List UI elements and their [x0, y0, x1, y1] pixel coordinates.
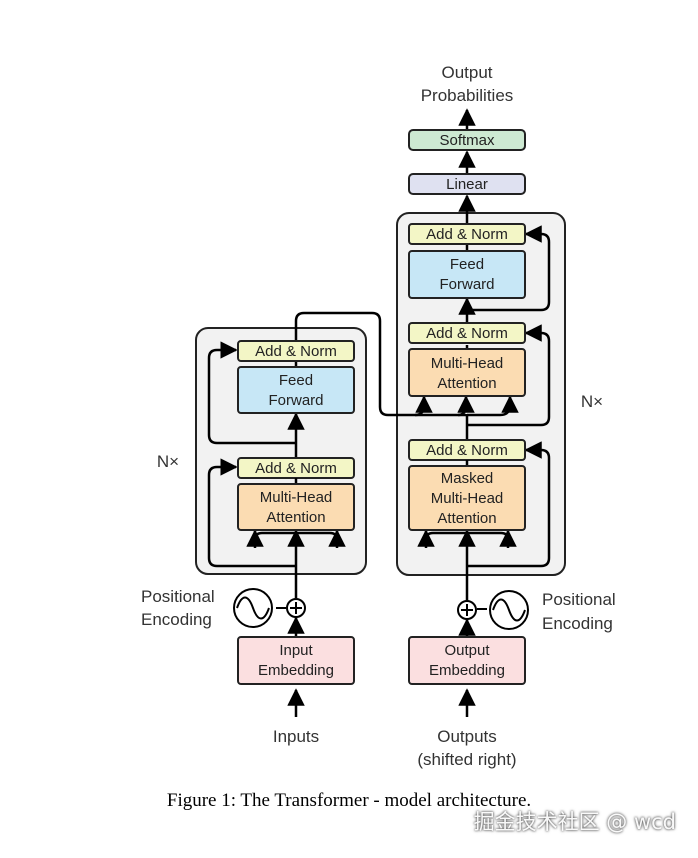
linear-label: Linear	[446, 176, 488, 193]
outputs-label-line1: Outputs	[437, 727, 497, 746]
encoder-attn-line2: Attention	[266, 509, 325, 526]
encoder-add-norm-bottom: Add & Norm	[237, 457, 355, 479]
decoder-sine-wave-icon	[489, 590, 529, 630]
input-embedding-block: Input Embedding	[237, 636, 355, 685]
inputs-label: Inputs	[273, 727, 319, 746]
decoder-nx-label: N×	[581, 392, 603, 411]
encoder-add-norm-top-label: Add & Norm	[255, 343, 337, 360]
encoder-attn-line1: Multi-Head	[260, 489, 333, 506]
decoder-add-norm-mid-label: Add & Norm	[426, 325, 508, 342]
encoder-ff-line1: Feed	[279, 372, 313, 389]
encoder-multi-head-attention: Multi-Head Attention	[237, 483, 355, 531]
decoder-masked-line2: Multi-Head	[431, 490, 504, 507]
encoder-positional-line1: Positional	[141, 587, 215, 606]
input-embedding-line2: Embedding	[258, 662, 334, 679]
output-embedding-line1: Output	[444, 642, 490, 659]
output-prob-line1: Output	[441, 63, 492, 82]
decoder-feed-forward: Feed Forward	[408, 250, 526, 299]
decoder-masked-line3: Attention	[437, 510, 496, 527]
encoder-add-positional-icon	[286, 598, 306, 618]
figure-caption: Figure 1: The Transformer - model archit…	[166, 790, 532, 811]
outputs-label-line2: (shifted right)	[417, 750, 516, 769]
decoder-ff-line1: Feed	[450, 256, 484, 273]
decoder-masked-line1: Masked	[441, 470, 494, 487]
encoder-positional-line2: Encoding	[141, 610, 212, 629]
decoder-add-norm-bottom-label: Add & Norm	[426, 442, 508, 459]
encoder-sine-wave-icon	[233, 588, 273, 628]
encoder-stack	[195, 327, 367, 575]
linear-block: Linear	[408, 173, 526, 195]
softmax-label: Softmax	[439, 132, 495, 149]
encoder-nx-label: N×	[157, 452, 179, 471]
decoder-positional-line2: Encoding	[542, 614, 613, 633]
decoder-ff-line2: Forward	[439, 276, 494, 293]
decoder-cross-attn-line1: Multi-Head	[431, 355, 504, 372]
encoder-add-norm-top: Add & Norm	[237, 340, 355, 362]
encoder-ff-line2: Forward	[268, 392, 323, 409]
decoder-add-positional-icon	[457, 600, 477, 620]
decoder-masked-attention: Masked Multi-Head Attention	[408, 465, 526, 531]
decoder-add-norm-mid: Add & Norm	[408, 322, 526, 344]
encoder-add-norm-bottom-label: Add & Norm	[255, 460, 337, 477]
decoder-cross-attn-line2: Attention	[437, 375, 496, 392]
decoder-add-norm-top-label: Add & Norm	[426, 226, 508, 243]
output-embedding-block: Output Embedding	[408, 636, 526, 685]
watermark: 掘金技术社区 @ wcd	[473, 810, 676, 834]
input-embedding-line1: Input	[279, 642, 313, 659]
decoder-cross-attention: Multi-Head Attention	[408, 348, 526, 397]
softmax-block: Softmax	[408, 129, 526, 151]
output-prob-line2: Probabilities	[421, 86, 514, 105]
decoder-add-norm-top: Add & Norm	[408, 223, 526, 245]
output-embedding-line2: Embedding	[429, 662, 505, 679]
decoder-add-norm-bottom: Add & Norm	[408, 439, 526, 461]
encoder-feed-forward: Feed Forward	[237, 366, 355, 414]
decoder-positional-line1: Positional	[542, 590, 616, 609]
